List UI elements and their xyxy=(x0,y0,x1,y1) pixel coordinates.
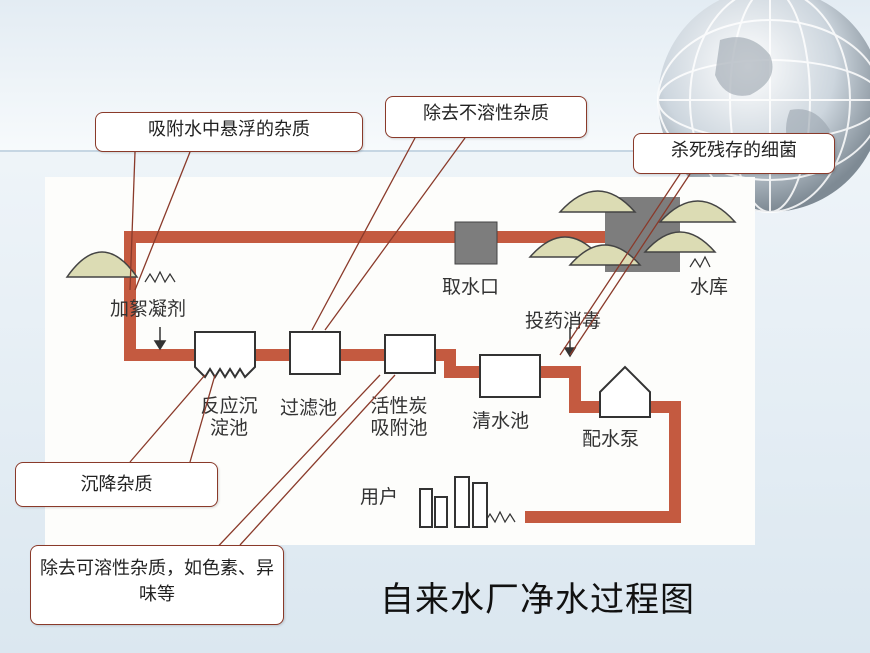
label-coagulant: 加絮凝剂 xyxy=(110,298,187,320)
pipe-line xyxy=(124,231,681,523)
callout-kill-bacteria: 杀死残存的细菌 xyxy=(633,133,835,174)
tree-icon xyxy=(658,200,737,223)
building-icon xyxy=(454,476,470,528)
carbon-tank-icon xyxy=(384,334,436,374)
water-process-diagram xyxy=(65,190,737,528)
filter-tank-icon xyxy=(289,331,341,375)
label-users: 用户 xyxy=(360,486,399,508)
label-carbon-tank: 活性炭吸附池 xyxy=(370,395,428,439)
clear-tank-icon xyxy=(479,354,541,398)
pump-house-icon xyxy=(599,365,651,418)
building-icon xyxy=(419,488,433,528)
page-title: 自来水厂净水过程图 xyxy=(380,580,695,620)
label-disinfect: 投药消毒 xyxy=(525,310,602,332)
reaction-tank-icon xyxy=(194,331,256,379)
tree-icon xyxy=(65,251,139,278)
building-icon xyxy=(472,482,488,528)
grass-icon xyxy=(689,255,711,269)
intake-icon xyxy=(454,221,498,265)
callout-settle: 沉降杂质 xyxy=(15,462,218,507)
building-icon xyxy=(434,496,448,528)
grass-icon xyxy=(484,510,516,524)
callout-remove-soluble: 除去可溶性杂质，如色素、异味等 xyxy=(30,545,284,625)
tree-icon xyxy=(558,190,637,213)
label-filter-tank: 过滤池 xyxy=(280,397,338,419)
label-intake: 取水口 xyxy=(442,276,500,298)
callout-adsorb-suspended: 吸附水中悬浮的杂质 xyxy=(95,112,363,152)
divider-line xyxy=(0,150,870,152)
grass-icon xyxy=(144,270,176,284)
label-pump: 配水泵 xyxy=(582,428,640,450)
label-reaction-tank: 反应沉淀池 xyxy=(200,395,258,439)
tree-icon xyxy=(643,231,717,253)
label-reservoir: 水库 xyxy=(690,276,729,298)
callout-remove-insoluble: 除去不溶性杂质 xyxy=(385,96,587,138)
label-clear-tank: 清水池 xyxy=(472,410,530,432)
